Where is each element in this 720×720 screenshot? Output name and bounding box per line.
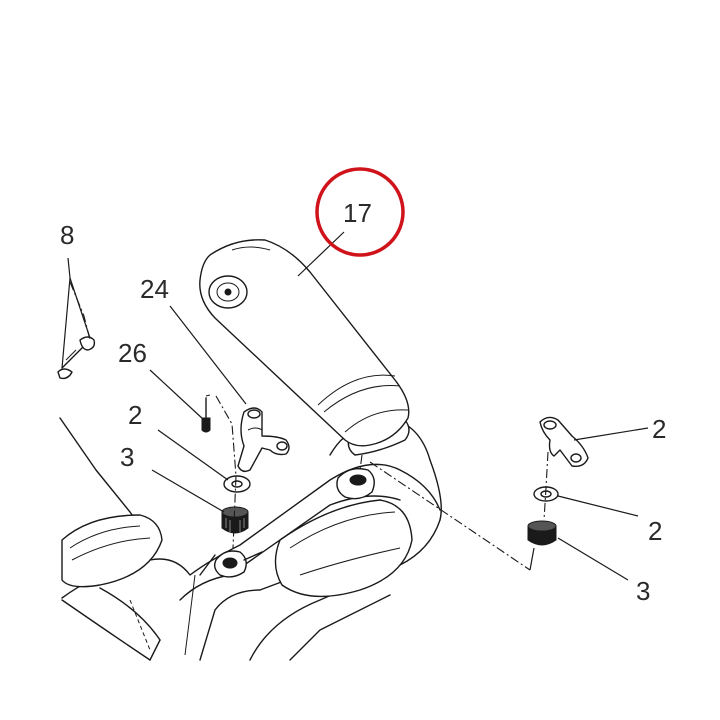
- bolt-part-8: [57, 336, 96, 380]
- callout-2-left[interactable]: 2: [128, 400, 142, 430]
- callout-8[interactable]: 8: [60, 220, 74, 250]
- callout-2-right-top[interactable]: 2: [652, 414, 666, 444]
- muffler-part-17: [199, 239, 410, 447]
- left-side-pipe: [59, 417, 163, 661]
- callout-3-left[interactable]: 3: [120, 442, 134, 472]
- bracket-part-24-left: [237, 407, 290, 473]
- washer-part-2-left: [223, 475, 251, 493]
- leader-lines: [61, 231, 649, 581]
- left-hanger-bracket: [199, 550, 263, 578]
- right-hanger-bracket: [336, 467, 375, 500]
- rubber-grommet-part-3-right: [527, 520, 557, 546]
- callout-2-right-mid[interactable]: 2: [648, 516, 662, 546]
- callout-17[interactable]: 17: [343, 198, 372, 228]
- screw-part-26: [201, 397, 211, 433]
- bracket-part-24-right: [539, 416, 589, 468]
- highlight-circle: [315, 167, 405, 257]
- callout-3-right[interactable]: 3: [636, 576, 650, 606]
- callout-26[interactable]: 26: [118, 338, 147, 368]
- callout-24[interactable]: 24: [140, 274, 169, 304]
- collector-pipe: [149, 463, 441, 661]
